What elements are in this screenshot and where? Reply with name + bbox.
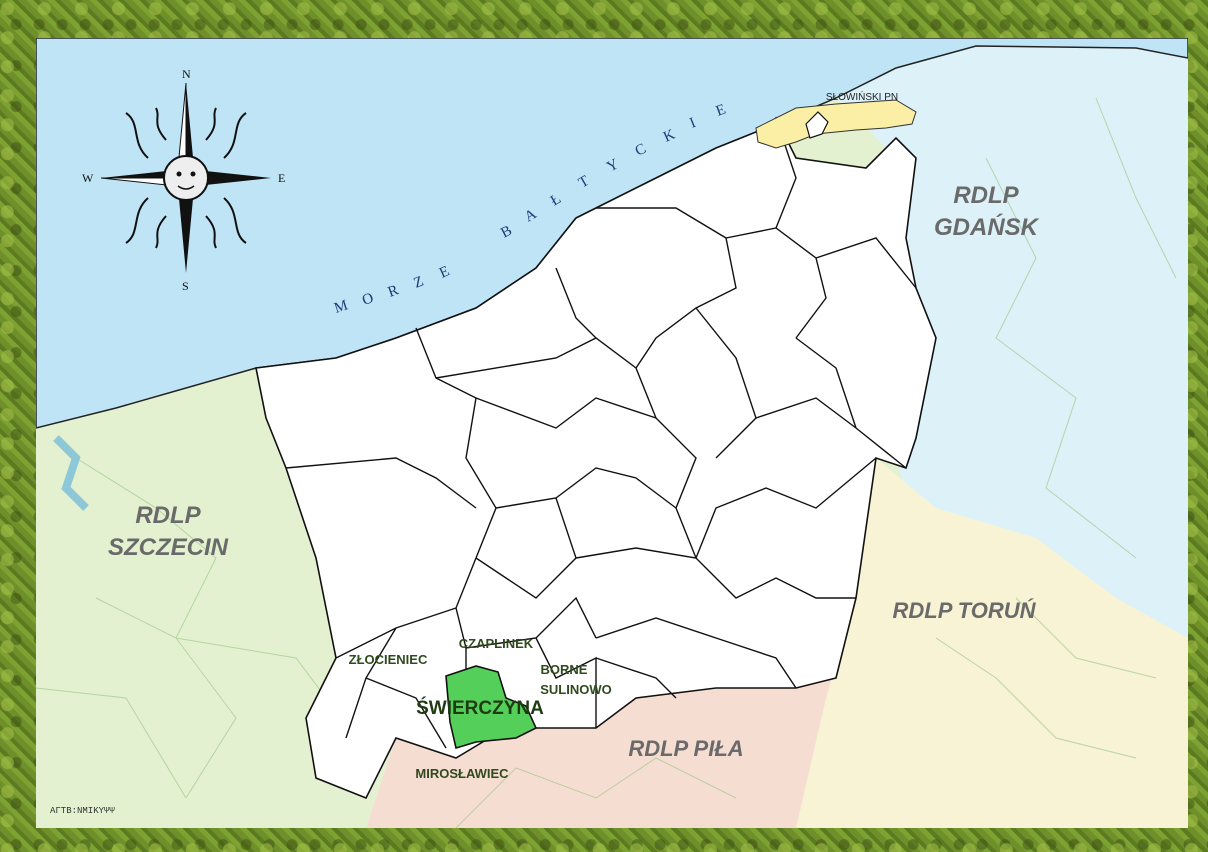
compass-south-label: S (182, 279, 189, 293)
region-gdansk-label-2: GDAŃSK (934, 213, 1040, 241)
region-szczecin-label: RDLP (135, 502, 201, 529)
district-swierczyna[interactable] (445, 665, 538, 750)
map-canvas: M O R Z E B A Ł T Y C K I E (36, 38, 1188, 828)
district-label-borne: BORNE (541, 662, 588, 677)
park-label: SŁOWIŃSKI PN (826, 90, 898, 103)
district-label-swierczyna: ŚWIERCZYNA (416, 697, 544, 719)
sea-letter: R (386, 282, 403, 301)
district-label-zlocieniec: ZŁOCIENIEC (349, 652, 428, 667)
sea-letter: K (661, 126, 679, 146)
park-lake (805, 111, 829, 139)
region-gdansk-label: RDLP (953, 182, 1019, 209)
compass-north-label: N (182, 67, 191, 81)
district-borders (285, 117, 917, 749)
district-label-sulinowo: SULINOWO (540, 682, 612, 697)
region-szczecin-label-2: SZCZECIN (108, 534, 229, 561)
district-label-czaplinek: CZAPLINEK (459, 636, 534, 651)
author-credit: ΑΓΤΒ:ΝΜΙΚΥΨΨ (50, 806, 115, 816)
sea-letter: O (360, 290, 377, 309)
sea-letter: M (332, 297, 352, 317)
slowinski-park[interactable] (755, 99, 917, 149)
region-torun-label: RDLP TORUŃ (893, 598, 1037, 623)
lagoon (53, 435, 89, 511)
compass-east-label: E (278, 171, 285, 185)
sea-letter: Z (412, 273, 428, 292)
compass-west-label: W (82, 171, 94, 185)
compass-rose: N S E W (82, 67, 285, 293)
region-pila-label: RDLP PIŁA (628, 736, 743, 761)
region-torun-area (796, 458, 1188, 828)
district-label-miroslawiec: MIROSŁAWIEC (415, 766, 509, 781)
outer-district-lines (36, 97, 1177, 828)
sea-letter: E (714, 101, 730, 120)
map-svg: M O R Z E B A Ł T Y C K I E (36, 38, 1188, 828)
